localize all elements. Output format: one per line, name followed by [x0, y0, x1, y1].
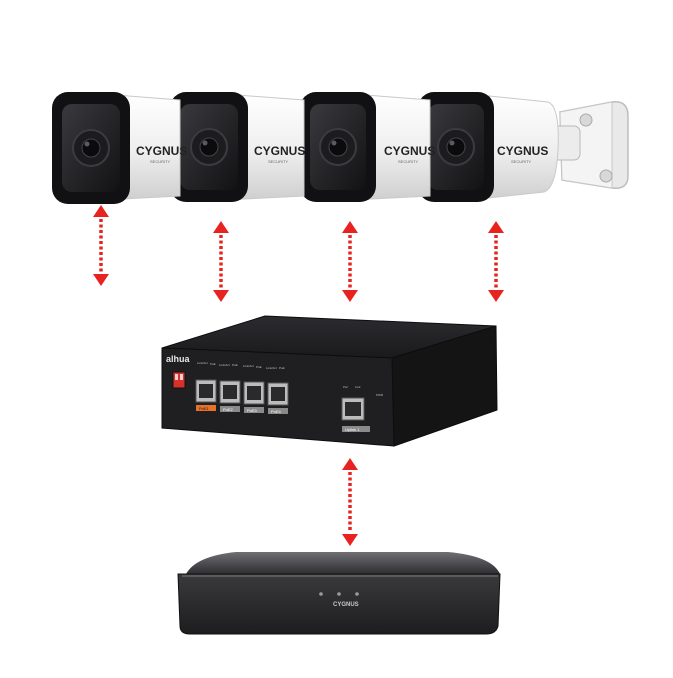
- poe-ports: [195, 379, 289, 406]
- camera-sub-label: SECURITY: [268, 159, 289, 164]
- port-label: PoE3: [247, 408, 258, 413]
- led-label: Link/Act: [197, 361, 208, 365]
- led-label: Link: [355, 385, 361, 389]
- led-label: PoE: [279, 366, 285, 370]
- camera-sub-label: SECURITY: [511, 159, 532, 164]
- camera-sub-label: SECURITY: [398, 159, 419, 164]
- camera-sub-label: SECURITY: [150, 159, 171, 164]
- arrow-switch-nvr: [342, 458, 358, 546]
- port-label: PoE4: [271, 409, 282, 414]
- arrow-camera1-switch: [93, 205, 109, 286]
- camera-brand-label: CYGNUS: [254, 144, 305, 158]
- camera-2: CYGNUS SECURITY: [170, 92, 305, 202]
- port-label: PoE2: [223, 407, 234, 412]
- led-label: Pwr: [343, 385, 348, 389]
- led-label: Link/Act: [266, 366, 277, 370]
- led-label: Link/Act: [219, 363, 230, 367]
- arrow-camera4-switch: [488, 221, 504, 302]
- led-label: PoE: [256, 365, 262, 369]
- camera-4: CYGNUS SECURITY: [418, 92, 559, 202]
- switch-brand-label: alhua: [166, 354, 191, 364]
- led-label: PoE: [232, 363, 238, 367]
- led-label: PoE: [210, 362, 216, 366]
- nvr-brand-label: CYGNUS: [333, 602, 359, 608]
- camera-1: CYGNUS SECURITY: [52, 92, 187, 204]
- camera-brand-label: CYGNUS: [136, 144, 187, 158]
- led-label: PWR: [376, 393, 384, 397]
- switch-led-labels: Link/Act PoE Link/Act PoE Link/Act PoE L…: [197, 361, 285, 370]
- nvr-recorder: CYGNUS: [177, 552, 501, 635]
- camera-mount-bracket: [547, 101, 629, 189]
- camera-3: CYGNUS SECURITY: [300, 92, 435, 202]
- arrow-camera2-switch: [213, 221, 229, 302]
- uplink-label: Uplink 1: [345, 427, 360, 432]
- camera-brand-label: CYGNUS: [384, 144, 435, 158]
- port-label: PoE1: [199, 406, 210, 411]
- led-label: Link/Act: [243, 364, 254, 368]
- poe-switch: alhua Link/Act PoE Link/Act PoE Link/Act…: [161, 315, 498, 447]
- camera-brand-label: CYGNUS: [497, 144, 548, 158]
- arrow-camera3-switch: [342, 221, 358, 302]
